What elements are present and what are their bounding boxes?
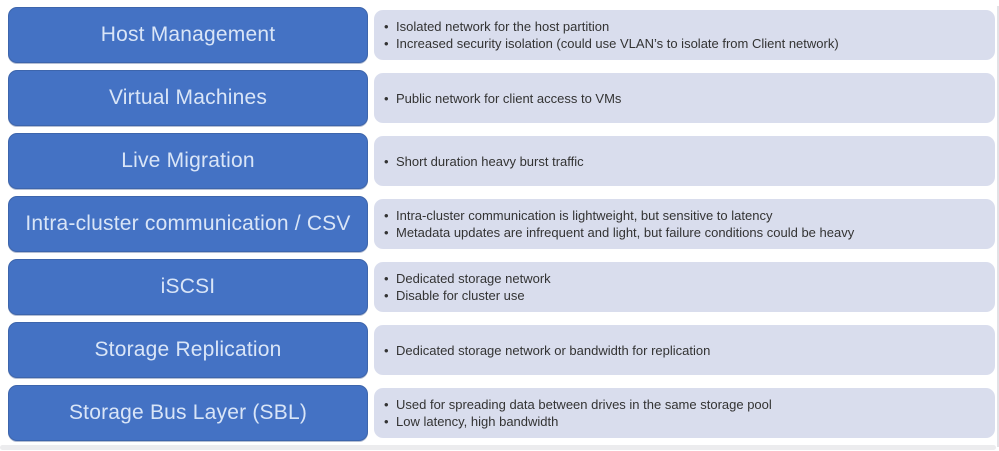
- rows-container: Host Management Isolated network for the…: [8, 7, 995, 441]
- description-panel: Short duration heavy burst traffic: [374, 136, 995, 186]
- description-panel: Used for spreading data between drives i…: [374, 388, 995, 438]
- category-label: Host Management: [100, 23, 276, 46]
- bullet-list: Dedicated storage networkDisable for clu…: [383, 270, 551, 304]
- bullet-list: Public network for client access to VMs: [383, 90, 621, 107]
- bullet-item: Short duration heavy burst traffic: [383, 153, 584, 170]
- category-label: Intra-cluster communication / CSV: [25, 212, 351, 235]
- right-edge-line: [997, 6, 999, 447]
- bullet-list: Short duration heavy burst traffic: [383, 153, 584, 170]
- bullet-item: Intra-cluster communication is lightweig…: [383, 207, 854, 224]
- category-box: iSCSI: [8, 259, 368, 315]
- table-row: Storage Bus Layer (SBL) Used for spreadi…: [8, 385, 995, 441]
- category-box: Storage Bus Layer (SBL): [8, 385, 368, 441]
- category-box: Host Management: [8, 7, 368, 63]
- table-row: iSCSI Dedicated storage networkDisable f…: [8, 259, 995, 315]
- table-row: Host Management Isolated network for the…: [8, 7, 995, 63]
- category-box: Intra-cluster communication / CSV: [8, 196, 368, 252]
- table-row: Live Migration Short duration heavy burs…: [8, 133, 995, 189]
- description-panel: Intra-cluster communication is lightweig…: [374, 199, 995, 249]
- bullet-item: Disable for cluster use: [383, 287, 551, 304]
- bullet-item: Dedicated storage network or bandwidth f…: [383, 342, 710, 359]
- bottom-strip: [0, 445, 996, 450]
- table-row: Virtual Machines Public network for clie…: [8, 70, 995, 126]
- bullet-list: Used for spreading data between drives i…: [383, 396, 772, 430]
- category-label: iSCSI: [160, 275, 216, 298]
- category-label: Storage Replication: [94, 338, 282, 361]
- description-panel: Isolated network for the host partitionI…: [374, 10, 995, 60]
- bullet-item: Increased security isolation (could use …: [383, 35, 839, 52]
- category-label: Storage Bus Layer (SBL): [68, 401, 308, 424]
- bullet-list: Dedicated storage network or bandwidth f…: [383, 342, 710, 359]
- bullet-list: Intra-cluster communication is lightweig…: [383, 207, 854, 241]
- bullet-item: Low latency, high bandwidth: [383, 413, 772, 430]
- bullet-item: Dedicated storage network: [383, 270, 551, 287]
- bullet-list: Isolated network for the host partitionI…: [383, 18, 839, 52]
- bullet-item: Metadata updates are infrequent and ligh…: [383, 224, 854, 241]
- bullet-item: Public network for client access to VMs: [383, 90, 621, 107]
- table-row: Storage Replication Dedicated storage ne…: [8, 322, 995, 378]
- category-label: Virtual Machines: [108, 86, 268, 109]
- bullet-item: Isolated network for the host partition: [383, 18, 839, 35]
- category-box: Storage Replication: [8, 322, 368, 378]
- description-panel: Dedicated storage network or bandwidth f…: [374, 325, 995, 375]
- description-panel: Dedicated storage networkDisable for clu…: [374, 262, 995, 312]
- description-panel: Public network for client access to VMs: [374, 73, 995, 123]
- category-box: Live Migration: [8, 133, 368, 189]
- category-box: Virtual Machines: [8, 70, 368, 126]
- table-row: Intra-cluster communication / CSV Intra-…: [8, 196, 995, 252]
- bullet-item: Used for spreading data between drives i…: [383, 396, 772, 413]
- category-label: Live Migration: [121, 149, 255, 172]
